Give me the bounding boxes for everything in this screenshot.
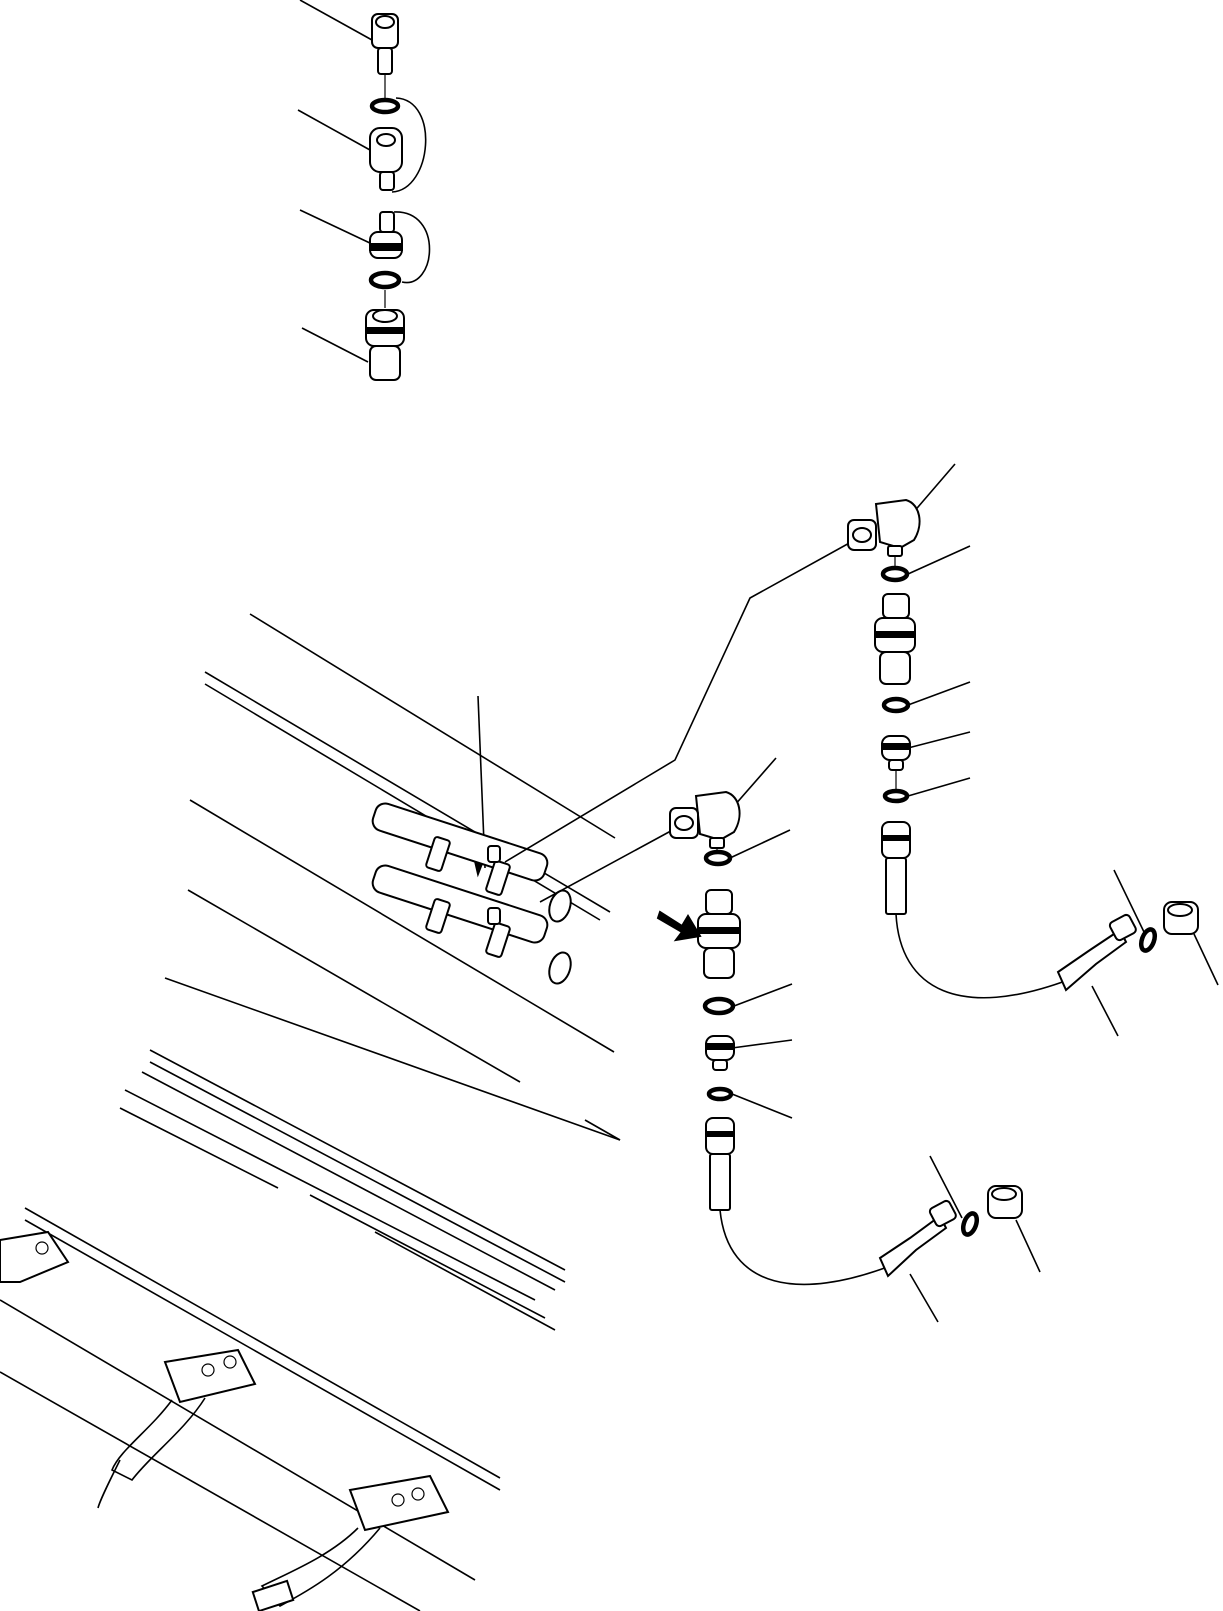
hose-line — [895, 913, 1069, 999]
retaining-strap — [391, 97, 427, 193]
adapter-fitting — [697, 889, 741, 979]
o-ring — [703, 849, 733, 867]
leader-line — [299, 209, 373, 245]
hose-end-nipple — [1056, 913, 1137, 992]
leader-line — [909, 1273, 939, 1323]
elbow-fitting — [847, 498, 921, 557]
o-ring — [368, 270, 402, 290]
cap-nut — [1163, 901, 1199, 935]
leader-line — [907, 777, 971, 797]
leader-line — [907, 681, 971, 706]
detail-fitting-stack — [297, 0, 431, 381]
hose-assembly-upper — [371, 802, 572, 923]
hose-line — [719, 1209, 891, 1286]
leader-line — [299, 0, 373, 41]
pipe-line — [504, 535, 863, 863]
leader-line — [907, 731, 971, 749]
o-ring — [882, 788, 910, 804]
track-frame — [0, 1207, 501, 1611]
o-ring — [960, 1211, 980, 1237]
elbow-fitting — [669, 790, 741, 849]
nipple-fitting — [881, 735, 911, 771]
leader-line — [733, 757, 777, 807]
track-shoe — [97, 1348, 257, 1509]
leader-line — [907, 545, 971, 575]
o-ring — [702, 996, 736, 1016]
hose-end-fitting — [705, 1117, 735, 1211]
leader-line — [1193, 933, 1219, 986]
cap-fitting — [369, 127, 403, 191]
coupler-body — [365, 309, 405, 381]
frame-hose-connection — [371, 535, 863, 985]
adapter-fitting — [874, 593, 916, 685]
right-fitting-stack — [847, 463, 1219, 1037]
track-shoe — [251, 1474, 450, 1611]
nipple-fitting — [705, 1035, 735, 1071]
o-ring — [706, 1086, 734, 1102]
o-ring — [880, 565, 910, 583]
o-ring — [369, 97, 401, 115]
leader-line — [731, 1093, 793, 1119]
indicator-arrow — [656, 910, 702, 942]
leader-line — [1091, 985, 1119, 1037]
leader-line — [731, 1039, 793, 1049]
leader-line — [733, 983, 793, 1007]
cap-nut — [987, 1185, 1023, 1219]
leader-line — [1113, 869, 1145, 933]
hose-end-nipple — [878, 1199, 957, 1278]
middle-fitting-stack — [656, 757, 1041, 1323]
plug-fitting — [369, 211, 403, 259]
leader-line — [297, 109, 371, 151]
hose-assembly-lower — [371, 864, 572, 985]
retaining-strap — [393, 211, 431, 284]
o-ring — [1138, 927, 1158, 953]
socket-bolt — [371, 13, 399, 75]
leader-line — [911, 463, 956, 515]
leader-line — [729, 829, 791, 859]
machine-frame — [119, 613, 621, 1331]
hose-end-fitting — [881, 821, 911, 915]
leader-line — [929, 1155, 963, 1219]
leader-line — [1015, 1219, 1041, 1273]
o-ring — [881, 696, 911, 714]
track-shoe — [0, 1230, 70, 1283]
pipe-line — [539, 825, 681, 903]
leader-line — [301, 327, 369, 363]
